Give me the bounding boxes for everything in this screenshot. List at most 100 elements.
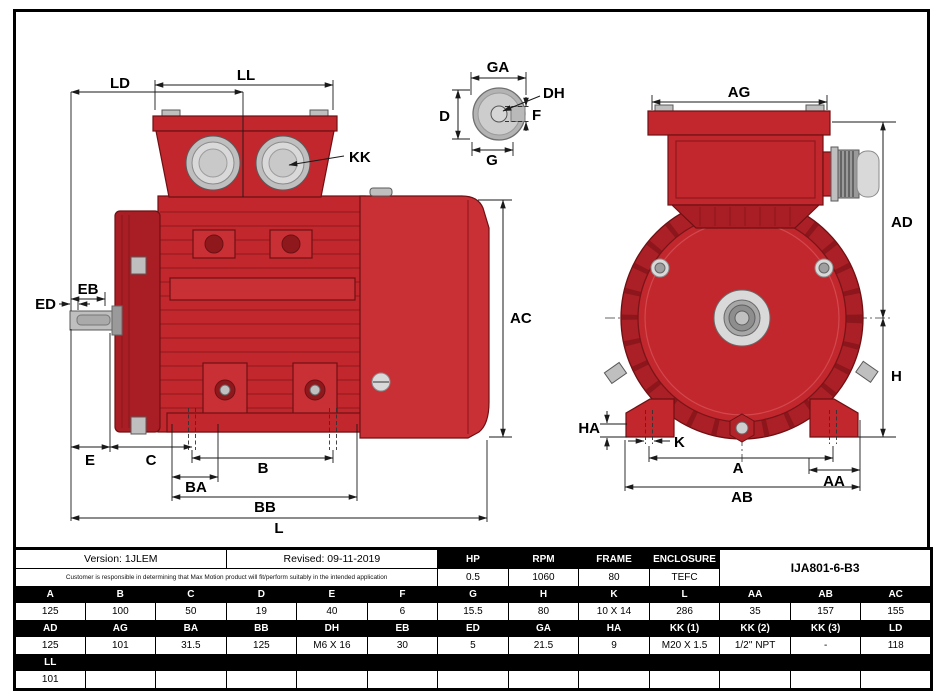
dim-header-cell: HA <box>578 620 650 637</box>
terminal-box-lid <box>152 115 338 132</box>
shaft-detail-view: GA D G F DH <box>439 59 565 169</box>
dim-header-cell: AC <box>860 586 932 603</box>
dim-value-row-1: 125 100 50 19 40 6 15.5 80 10 X 14 286 3… <box>14 602 932 621</box>
spec-value-hp: 0.5 <box>437 568 509 587</box>
dim-header-cell: ED <box>437 620 509 637</box>
shaft-key <box>510 106 526 122</box>
side-plug-left <box>603 361 628 385</box>
disclaimer-row: Customer is responsible in determining t… <box>13 568 932 587</box>
spec-header-hp: HP <box>437 548 509 569</box>
flange-bolt-top <box>130 256 147 275</box>
gland-ribs <box>840 151 854 197</box>
dim-label-G: G <box>486 152 498 169</box>
dim-value-cell: 10 X 14 <box>578 602 650 621</box>
cable-gland-left-core <box>198 148 228 178</box>
dim-value-cell <box>507 670 580 690</box>
spec-value-rpm: 1060 <box>507 568 580 587</box>
model-number: IJA801-6-B3 <box>719 548 932 587</box>
fan-cover-cap <box>369 187 393 197</box>
dim-value-cell: 15.5 <box>437 602 509 621</box>
dim-value-cell: - <box>789 636 862 655</box>
dim-value-cell <box>366 670 439 690</box>
dim-header-cell: G <box>437 586 509 603</box>
dim-header-cell: KK (1) <box>648 620 721 637</box>
dim-label-F: F <box>532 107 541 124</box>
dim-header-cell: A <box>14 586 86 603</box>
dim-header-cell: AG <box>84 620 157 637</box>
dim-label-EB: EB <box>78 281 99 298</box>
dim-value-cell <box>84 670 157 690</box>
dim-header-cell: D <box>225 586 298 603</box>
dim-label-H: H <box>891 368 902 385</box>
dim-value-cell <box>578 670 650 690</box>
dim-label-DH: DH <box>543 85 565 102</box>
dim-header-row-1: A B C D E F G H K L AA AB AC <box>14 586 932 603</box>
dim-header-cell: AD <box>14 620 86 637</box>
version-cell: Version: 1JLEM <box>14 548 227 569</box>
info-row: Version: 1JLEM Revised: 09-11-2019 HP RP… <box>14 548 932 587</box>
dim-label-C: C <box>146 452 157 469</box>
dim-value-cell <box>719 670 791 690</box>
shaft-collar <box>111 305 123 336</box>
dim-label-AG: AG <box>728 84 751 101</box>
dim-label-AC: AC <box>510 310 532 327</box>
spec-value-enclosure: TEFC <box>648 568 721 587</box>
dim-header-cell: H <box>507 586 580 603</box>
dim-header-cell: AA <box>719 586 791 603</box>
dim-label-A: A <box>733 460 744 477</box>
dim-label-AB: AB <box>731 489 753 506</box>
dim-value-cell: 101 <box>14 670 86 690</box>
dim-header-cell: BB <box>225 620 298 637</box>
dim-value-cell: 118 <box>860 636 932 655</box>
side-view-dimensions: LD LL KK EB ED AC E C B BA BB L <box>35 67 532 537</box>
dim-value-cell: 40 <box>296 602 368 621</box>
dim-header-cell: E <box>296 586 368 603</box>
dim-value-cell: 9 <box>578 636 650 655</box>
dim-value-cell: 19 <box>225 602 298 621</box>
dim-value-cell <box>437 670 509 690</box>
dim-value-cell <box>225 670 298 690</box>
dim-label-BA: BA <box>185 479 207 496</box>
technical-drawing: LD LL KK EB ED AC E C B BA BB L GA <box>35 59 913 537</box>
spec-header-frame: FRAME <box>578 548 650 569</box>
spec-header-rpm: RPM <box>507 548 580 569</box>
spec-header-enclosure: ENCLOSURE <box>648 548 721 569</box>
dim-header-filler <box>84 654 933 671</box>
dim-label-AD: AD <box>891 214 913 231</box>
face-bolt-right-hex <box>818 262 830 274</box>
dim-label-L: L <box>274 520 283 537</box>
dim-value-cell: 30 <box>366 636 439 655</box>
front-box-panel <box>675 140 816 199</box>
dim-label-E: E <box>85 452 95 469</box>
dim-header-cell: F <box>366 586 439 603</box>
dim-value-cell: 35 <box>719 602 791 621</box>
dim-value-row-2: 125 101 31.5 125 M6 X 16 30 5 21.5 9 M20… <box>14 636 932 655</box>
dim-label-D: D <box>439 108 450 125</box>
dim-value-cell: 155 <box>860 602 932 621</box>
dim-value-cell: 101 <box>84 636 157 655</box>
dim-value-cell: 157 <box>789 602 862 621</box>
dim-value-cell: 5 <box>437 636 509 655</box>
front-terminal-box <box>667 134 824 206</box>
dim-value-cell: 125 <box>225 636 298 655</box>
dim-header-cell: B <box>84 586 157 603</box>
dim-header-cell: DH <box>296 620 368 637</box>
shaft-front <box>734 310 750 326</box>
dim-header-cell: LL <box>14 654 86 671</box>
disclaimer: Customer is responsible in determining t… <box>13 568 439 587</box>
dim-value-row-3: 101 <box>14 670 932 690</box>
dim-header-cell: KK (3) <box>789 620 862 637</box>
cable-gland-right-core <box>268 148 298 178</box>
dim-value-cell: 6 <box>366 602 439 621</box>
dim-value-cell: M20 X 1.5 <box>648 636 721 655</box>
foot-bolt-rear <box>309 384 321 396</box>
dim-header-cell: K <box>578 586 650 603</box>
dim-header-cell: GA <box>507 620 580 637</box>
dim-value-cell <box>789 670 862 690</box>
dim-header-row-2: AD AG BA BB DH EB ED GA HA KK (1) KK (2)… <box>14 620 932 637</box>
dim-value-cell: 21.5 <box>507 636 580 655</box>
dim-header-cell: LD <box>860 620 932 637</box>
dim-value-cell: 125 <box>14 602 86 621</box>
front-foot-right <box>809 398 859 438</box>
dim-value-cell: M6 X 16 <box>296 636 368 655</box>
